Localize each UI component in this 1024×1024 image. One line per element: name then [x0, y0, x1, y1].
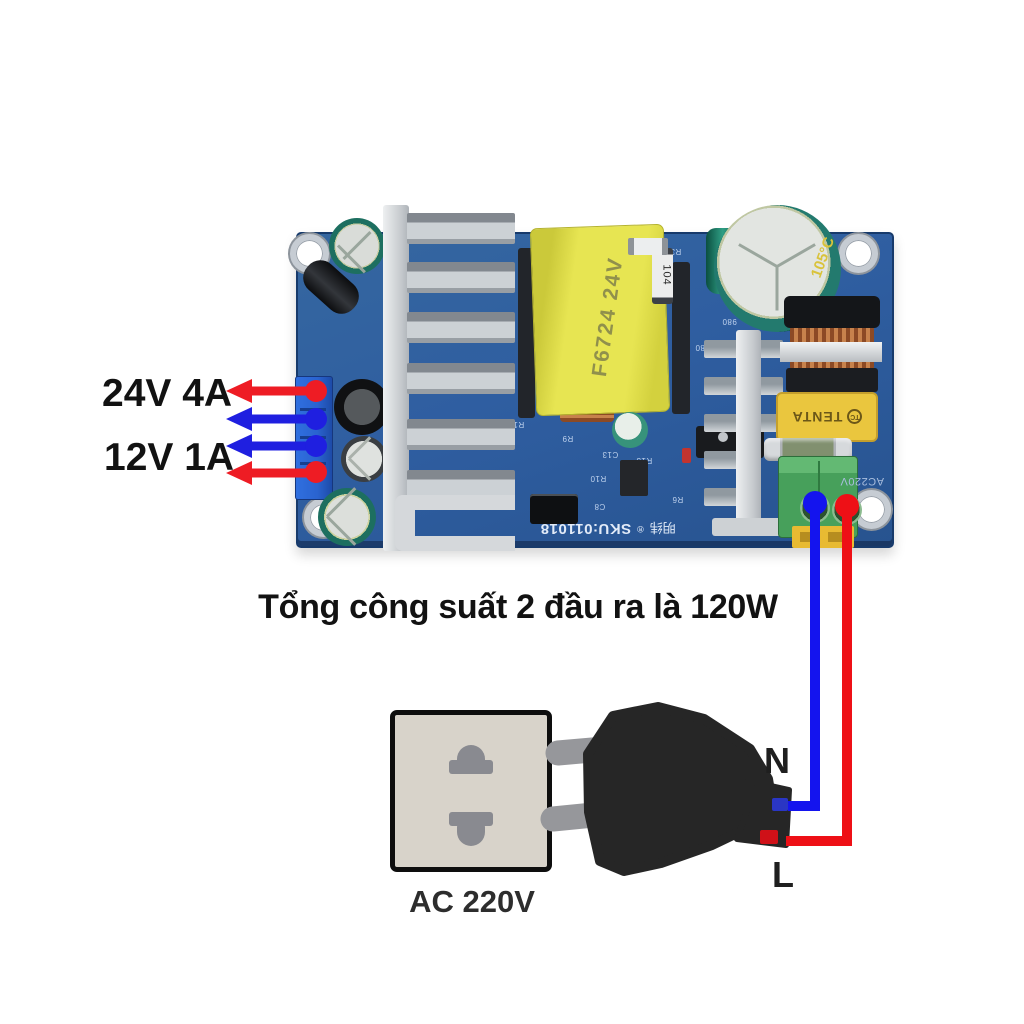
heatsink-left-spine [383, 205, 409, 551]
arrow-12v-minus [226, 434, 317, 458]
terminal-dot-blue [305, 408, 327, 430]
mounting-hole [839, 234, 878, 273]
black-capacitor [334, 379, 390, 435]
small-green-capacitor [612, 412, 648, 448]
electrolytic-capacitor [318, 487, 376, 546]
heatsink-fin [407, 363, 515, 394]
heatsink-fin [704, 377, 738, 395]
heatsink-fin [759, 377, 783, 395]
heatsink-fin [759, 340, 783, 358]
total-power-note: Tổng công suất 2 đầu ra là 120W [258, 588, 778, 626]
live-wire [786, 506, 852, 846]
glass-fuse [764, 438, 852, 461]
heatsink-foot [395, 495, 515, 551]
film-capacitor: TC TENTA [776, 392, 878, 442]
heatsink-fin [407, 312, 515, 343]
neutral-wire-label: N [764, 740, 790, 781]
arrow-12v-plus [226, 461, 317, 485]
smd-resistor-104: 104 [652, 248, 673, 304]
heatsink-fin [407, 419, 515, 450]
choke-base [786, 368, 878, 392]
heatsink-right-spine [736, 330, 761, 532]
power-plug-body [583, 702, 775, 876]
optocoupler-ic [530, 494, 578, 524]
terminal-dot-blue [305, 435, 327, 457]
electrolytic-capacitor [329, 218, 385, 274]
heatsink-fin [704, 488, 738, 506]
terminal-dot-red [305, 380, 327, 402]
heatsink-fin [407, 262, 515, 293]
socket-pin-hole [449, 812, 493, 826]
heatsink-foot [712, 518, 798, 536]
transformer-clamp [518, 248, 535, 418]
arrow-24v-plus [226, 379, 317, 403]
plug-live-pin [760, 830, 778, 844]
heatsink-fin [407, 213, 515, 244]
ac-source-label: AC 220V [409, 884, 535, 919]
socket-pin-hole [457, 824, 485, 846]
output-label-24v: 24V 4A [102, 372, 233, 415]
soic8-ic [620, 460, 648, 496]
neutral-wire [788, 503, 820, 811]
choke-clip [780, 342, 882, 362]
ac-wall-socket [390, 710, 552, 872]
silver-top-capacitor [341, 436, 387, 482]
transformer-clamp [672, 262, 690, 414]
heatsink-fin [704, 451, 738, 469]
plug-neutral-pin [772, 798, 788, 811]
heatsink-fin [704, 340, 738, 358]
smd-component [628, 238, 668, 255]
live-wire-label: L [772, 854, 794, 895]
terminal-base [792, 526, 854, 548]
heatsink-fin [704, 414, 738, 432]
output-label-12v: 12V 1A [104, 436, 235, 479]
screw-head [718, 432, 728, 442]
terminal-dot-red [305, 461, 327, 483]
red-smd-part [682, 448, 691, 463]
arrow-24v-minus [226, 407, 317, 431]
socket-pin-hole [449, 760, 493, 774]
choke-core-top [784, 296, 880, 328]
